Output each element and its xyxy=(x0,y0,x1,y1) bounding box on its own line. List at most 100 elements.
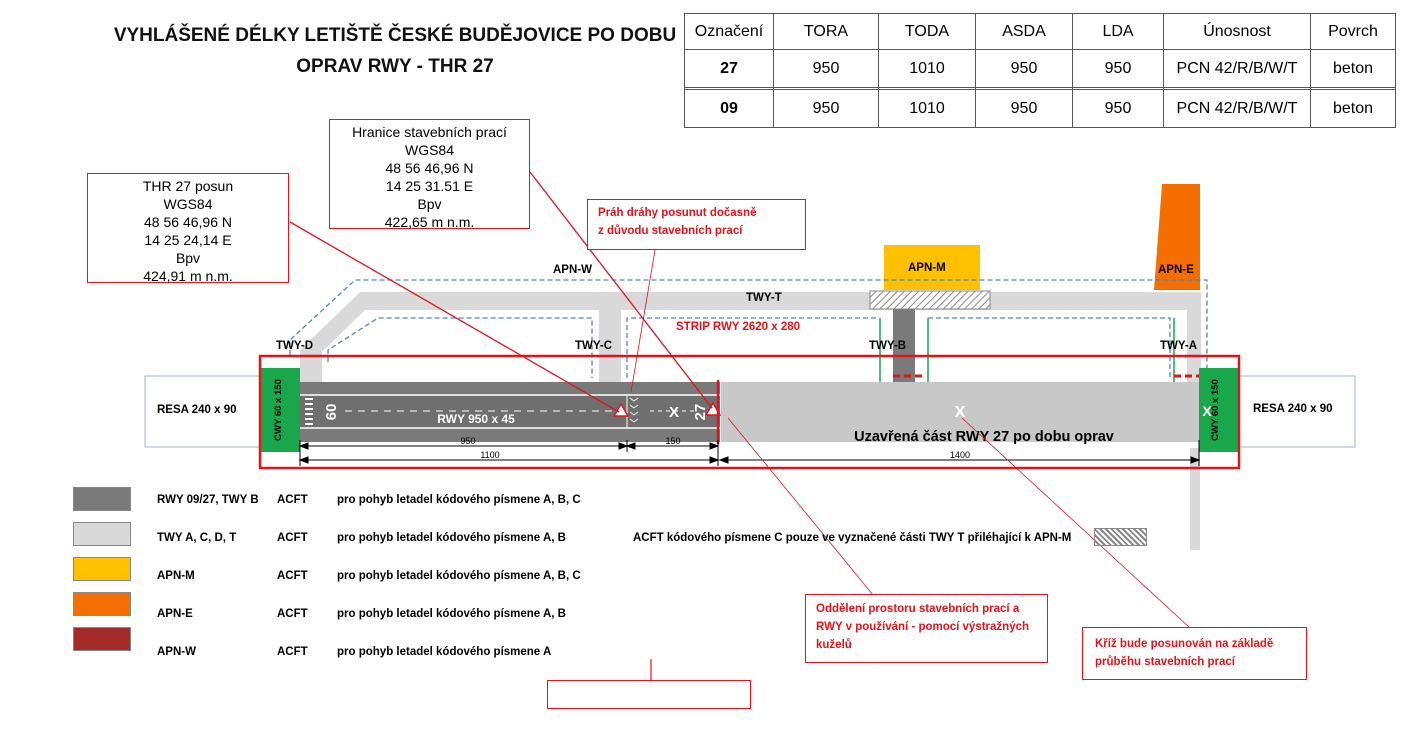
cwy-right-area xyxy=(1199,368,1238,452)
table-header-row: Označení TORA TODA ASDA LDA Únosnost Pov… xyxy=(684,13,1396,50)
cwy-right-label: CWY 60 x 150 xyxy=(1210,379,1221,441)
displaced-threshold-chevrons xyxy=(629,397,639,423)
table-row: 09 950 1010 950 950 PCN 42/R/B/W/T beton xyxy=(684,89,1396,128)
threshold-note-box: Práh dráhy posunut dočasně z důvodu stav… xyxy=(587,199,806,250)
table-cell: 09 xyxy=(684,89,774,128)
header-unosnost: Únosnost xyxy=(1163,13,1311,50)
apn-e-label: APN-E xyxy=(1158,264,1194,276)
legend-desc: pro pohyb letadel kódového písmene A, B xyxy=(337,608,566,620)
twy-c-label: TWY-C xyxy=(575,340,613,352)
table-cell: 950 xyxy=(773,89,879,128)
twy-t-hatched-section xyxy=(869,290,991,310)
strip-label: STRIP RWY 2620 x 280 xyxy=(676,321,801,333)
thr-line: 48 56 46,96 N xyxy=(144,214,232,230)
table-cell: 1010 xyxy=(878,49,976,88)
closed-part-cross-mark: X xyxy=(955,404,966,421)
legend-swatch-taxiway xyxy=(73,522,131,546)
legend-acft: ACFT xyxy=(277,608,308,620)
table-row: 27 950 1010 950 950 PCN 42/R/B/W/T beton xyxy=(684,49,1396,88)
thr-line: WGS84 xyxy=(163,196,213,212)
runway-designator-09: 09 xyxy=(322,404,339,421)
apn-e-apron xyxy=(1154,184,1200,290)
cwy-left-label: CWY 60 x 150 xyxy=(273,379,284,441)
twy-t-taxiway xyxy=(300,292,1190,382)
legend-hatch-swatch xyxy=(1094,528,1147,546)
title-line-2: OPRAV RWY - THR 27 xyxy=(296,56,494,77)
twy-a-taxiway xyxy=(1187,292,1201,382)
strip-boundary xyxy=(258,354,1241,470)
apn-w-label: APN-W xyxy=(553,264,592,276)
legend-acft: ACFT xyxy=(277,646,308,658)
legend-name: APN-E xyxy=(157,608,193,620)
twy-t-label: TWY-T xyxy=(746,292,782,304)
callout-leaders xyxy=(289,171,1191,680)
works-line: 48 56 46,96 N xyxy=(385,160,474,176)
works-line: WGS84 xyxy=(404,142,454,158)
legend-acft: ACFT xyxy=(277,570,308,582)
legend-name: RWY 09/27, TWY B xyxy=(157,494,259,506)
closed-part-label: Uzavřená část RWY 27 po dobu oprav xyxy=(854,429,1114,445)
strip-dashed-outlines xyxy=(289,279,1208,382)
thr-line: THR 27 posun xyxy=(142,178,234,194)
note-line: z důvodu stavebních prací xyxy=(598,225,743,237)
note-line: Kříž bude posunován na základě xyxy=(1095,638,1274,650)
note-line: Oddělení prostoru stavebních prací a xyxy=(816,603,1020,615)
thr-line: Bpv xyxy=(175,250,201,266)
twy-a-label: TWY-A xyxy=(1160,340,1198,352)
table-cell: 950 xyxy=(975,89,1073,128)
resa-left-label: RESA 240 x 90 xyxy=(157,404,237,416)
legend-name: APN-M xyxy=(157,570,195,582)
legend-acft: ACFT xyxy=(277,532,308,544)
table-cell: 27 xyxy=(684,49,774,88)
runway-closed-part xyxy=(721,382,1199,442)
twy-b-label: TWY-B xyxy=(869,340,907,352)
cwy-right-cross-mark: X xyxy=(1202,403,1212,419)
legend-desc: pro pohyb letadel kódového písmene A, B,… xyxy=(337,570,581,582)
legend-acft: ACFT xyxy=(277,494,308,506)
thr-line: 424,91 m n.m. xyxy=(143,268,233,284)
empty-note-box xyxy=(547,680,751,709)
legend-swatch-apn-e xyxy=(73,592,131,616)
header-povrch: Povrch xyxy=(1310,13,1396,50)
declared-distances-table: Označení TORA TODA ASDA LDA Únosnost Pov… xyxy=(684,13,1396,128)
apn-m-apron xyxy=(884,245,980,290)
threshold-triangle-icon xyxy=(612,402,630,417)
note-line: RWY v používání - pomocí výstražných xyxy=(816,621,1030,633)
table-cell: PCN 42/R/B/W/T xyxy=(1163,49,1311,88)
dimension-950: 950 xyxy=(460,436,475,446)
legend-desc: pro pohyb letadel kódového písmene A, B xyxy=(337,532,566,544)
legend-swatch-apn-m xyxy=(73,557,131,581)
resa-right-label: RESA 240 x 90 xyxy=(1253,403,1333,415)
works-boundary-info-box: Hranice stavebních prací WGS84 48 56 46,… xyxy=(329,119,530,230)
cross-note-box: Kříž bude posunován na základě průběhu s… xyxy=(1082,627,1307,680)
works-line: Bpv xyxy=(417,196,442,212)
twy-c-taxiway xyxy=(599,300,621,382)
page-title: VYHLÁŠENÉ DÉLKY LETIŠTĚ ČESKÉ BUDĚJOVICE… xyxy=(95,20,695,82)
cwy-left-area xyxy=(261,368,300,452)
resa-left-area xyxy=(144,375,263,448)
twy-a-extension xyxy=(1190,448,1200,550)
twy-d-label: TWY-D xyxy=(276,340,314,352)
works-line: 14 25 31.51 E xyxy=(385,178,474,194)
dimension-150: 150 xyxy=(665,436,680,446)
legend-desc: pro pohyb letadel kódového písmene A, B,… xyxy=(337,494,581,506)
separation-note-box: Oddělení prostoru stavebních prací a RWY… xyxy=(805,594,1048,663)
title-line-1: VYHLÁŠENÉ DÉLKY LETIŠTĚ ČESKÉ BUDĚJOVICE… xyxy=(113,25,677,46)
legend-swatch-runway xyxy=(73,487,131,511)
legend-name: TWY A, C, D, T xyxy=(157,532,237,544)
legend-swatch-apn-w xyxy=(73,627,131,651)
twy-b-taxiway xyxy=(893,308,915,383)
dimension-1100: 1100 xyxy=(480,450,499,460)
works-line: Hranice stavebních prací xyxy=(352,124,507,140)
runway-designator-27: 27 xyxy=(692,404,709,421)
threshold-markings-09 xyxy=(305,398,313,425)
table-cell: PCN 42/R/B/W/T xyxy=(1163,89,1311,128)
end-triangle-icon xyxy=(704,401,722,416)
legend-desc: pro pohyb letadel kódového písmene A xyxy=(337,646,552,658)
header-toda: TODA xyxy=(878,13,976,50)
table-cell: beton xyxy=(1310,89,1396,128)
legend-name: APN-W xyxy=(157,646,196,658)
note-line: kuželů xyxy=(816,639,852,651)
header-lda: LDA xyxy=(1072,13,1164,50)
